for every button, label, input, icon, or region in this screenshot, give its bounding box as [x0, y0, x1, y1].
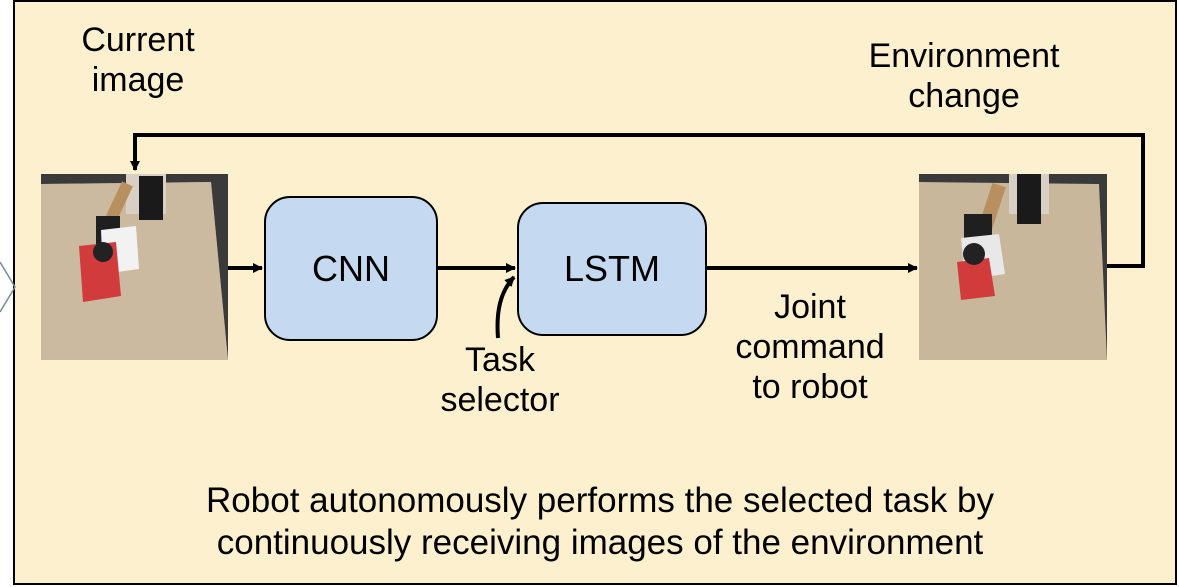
arrow-feedback-loop [130, 133, 1145, 268]
arrow-task-selector [495, 275, 516, 339]
cnn-block: CNN [264, 196, 438, 341]
environment-change-label: Environment change [868, 37, 1060, 115]
robot-workspace-photo-left [41, 174, 228, 360]
environment-change-photo [919, 174, 1107, 360]
joint-command-label: Joint command to robot [735, 288, 885, 406]
robot-workspace-photo-right [919, 174, 1107, 360]
current-image-photo [41, 174, 228, 360]
caption: Robot autonomously performs the selected… [206, 481, 994, 562]
cnn-label: CNN [312, 247, 390, 289]
left-edge-chevron [0, 261, 16, 313]
task-selector-label: Task selector [440, 341, 560, 419]
lstm-label: LSTM [563, 248, 660, 289]
current-image-label: Current image [81, 21, 195, 99]
lstm-block: LSTM [517, 202, 707, 336]
